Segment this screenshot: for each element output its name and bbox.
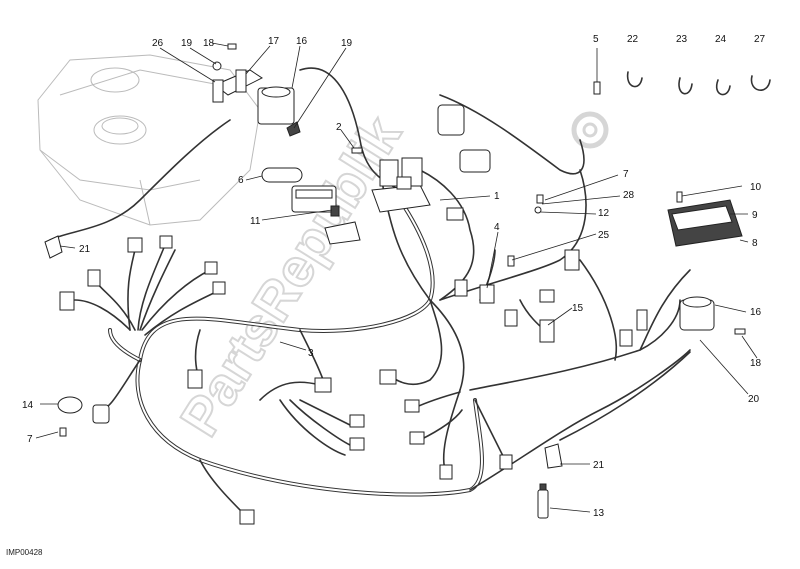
callout-8: 8 — [752, 238, 758, 249]
callout-labels: 26 19 18 17 16 19 2 6 11 1 5 22 23 24 27… — [22, 34, 766, 519]
callout-7-left: 7 — [27, 434, 33, 445]
neutral-switch — [57, 396, 110, 424]
callout-11: 11 — [250, 216, 261, 227]
cable-ties — [593, 71, 771, 96]
callout-19-right: 19 — [341, 38, 353, 49]
screws — [59, 43, 746, 437]
callout-13: 13 — [593, 508, 605, 519]
callout-24: 24 — [715, 34, 727, 45]
callout-1: 1 — [494, 191, 500, 202]
callout-12: 12 — [598, 208, 610, 219]
fuel-pump-connector — [437, 104, 491, 173]
callout-10: 10 — [750, 182, 762, 193]
callout-15: 15 — [572, 303, 584, 314]
ghost-tank-outline — [37, 54, 261, 226]
coil-bracket — [212, 69, 263, 103]
connector-terminal — [446, 207, 464, 221]
callout-21-bottom: 21 — [593, 460, 605, 471]
relay-connector — [396, 176, 412, 190]
spark-plug-cap-front — [44, 235, 63, 259]
callout-23: 23 — [676, 34, 688, 45]
callout-5: 5 — [593, 34, 599, 45]
callout-2: 2 — [336, 122, 342, 133]
rubber-pad — [261, 167, 303, 183]
spark-plug-cap-rear — [544, 443, 563, 469]
spark-plug — [537, 483, 549, 519]
diagram-code: IMP00428 — [6, 548, 43, 557]
callout-28: 28 — [623, 190, 635, 201]
small-bracket — [330, 205, 340, 217]
callout-20: 20 — [748, 394, 760, 405]
callout-18-top: 18 — [203, 38, 215, 49]
watermark-gear-icon — [571, 111, 609, 149]
coil-cap — [286, 121, 301, 137]
callout-16-right: 16 — [750, 307, 762, 318]
callout-17: 17 — [268, 36, 280, 47]
callout-4: 4 — [494, 222, 500, 233]
callout-16-top: 16 — [296, 36, 308, 47]
callout-26: 26 — [152, 38, 164, 49]
callout-22: 22 — [627, 34, 639, 45]
mounting-clip — [324, 221, 361, 245]
watermark: PartsRepublik — [169, 106, 413, 447]
callout-14: 14 — [22, 400, 34, 411]
connector-cluster — [59, 235, 648, 525]
callout-3: 3 — [308, 348, 314, 359]
leader-lines — [35, 42, 758, 513]
callout-25: 25 — [598, 230, 610, 241]
callout-18-right: 18 — [750, 358, 762, 369]
callout-6: 6 — [238, 175, 244, 186]
callout-27: 27 — [754, 34, 766, 45]
fuse-box — [291, 185, 337, 213]
ignition-coil — [257, 86, 295, 125]
callout-9: 9 — [752, 210, 758, 221]
callout-21-left: 21 — [79, 244, 91, 255]
callout-7-right: 7 — [623, 169, 629, 180]
voltage-regulator — [667, 199, 743, 247]
callout-19-top: 19 — [181, 38, 193, 49]
rear-ignition-coil — [679, 296, 715, 331]
